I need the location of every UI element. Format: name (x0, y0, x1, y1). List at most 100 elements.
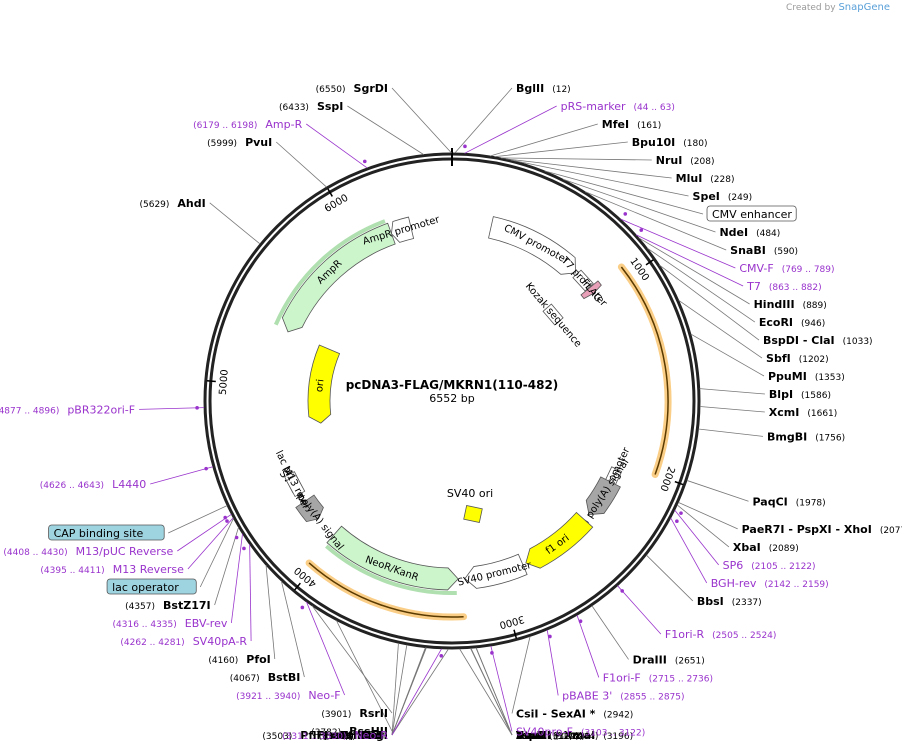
site-avrii: AvrII (3175) (516, 729, 583, 742)
tick-mark (513, 629, 518, 639)
site-paer7i-pspxi-xhoi: PaeR7I - PspXI - XhoI(2077) (742, 523, 902, 536)
leader-line (584, 191, 727, 251)
primer-mark (195, 406, 199, 410)
primer-mark (234, 535, 239, 540)
leader-line (150, 466, 213, 485)
site-blpi: BlpI(1586) (769, 388, 831, 401)
site-position: (590) (774, 247, 798, 257)
leader-line (306, 601, 345, 696)
site-name: BsaBI * (516, 729, 561, 742)
primer-range: (3921 .. 3940) (236, 692, 300, 702)
site-name: MfeI (602, 118, 629, 131)
site-bsshii: (3782)BssHII (311, 725, 388, 738)
leader-line (678, 299, 763, 359)
site-mfei: MfeI(161) (602, 118, 662, 131)
snapgene-brand: SnapGene (838, 2, 890, 13)
primer-name: Neo-F (308, 689, 340, 702)
primer-sp6: SP6(2105 .. 2122) (723, 559, 816, 572)
primer-mark (490, 651, 494, 655)
f1-ori-feature (525, 511, 594, 569)
site-csii-sexai: CsiI - SexAI *(2942) (516, 707, 633, 720)
orf-line (308, 562, 464, 618)
leader-line (281, 580, 305, 678)
cmv-promoter-feature (488, 216, 576, 275)
site-pflfi-tth111i: (3503)PflFI - Tth111I (262, 729, 388, 742)
site-nari: (3385)NarI (324, 729, 388, 742)
leader-line (511, 636, 531, 714)
site-bpu10i: Bpu10I(180) (632, 136, 708, 149)
tick-mark (206, 379, 216, 383)
site-name: XcmI (769, 406, 800, 419)
site-position: (1661) (807, 409, 837, 419)
site-name: BmgBI (767, 430, 807, 443)
leader-line (454, 87, 513, 154)
site-position: (3467) (322, 732, 352, 742)
site-ppumi: PpuMI(1353) (768, 370, 845, 383)
tick-mark (674, 480, 684, 486)
site-position: (12) (552, 85, 570, 95)
leader-line (670, 517, 708, 584)
primer-name: Amp-R (265, 118, 302, 131)
leader-line (139, 407, 205, 410)
site-ahdi: (5629)AhdI (139, 197, 205, 210)
neor-kanr-highlight (325, 544, 457, 595)
site-position: (4357) (125, 602, 155, 612)
primer-t7: T7(863 .. 882) (746, 280, 822, 293)
primer-range: (4262 .. 4281) (120, 638, 184, 648)
bgh-poly-a-signal-feature (585, 476, 621, 516)
leader-line (617, 585, 662, 635)
site-tspmi-xmai: TspMI - XmaI(3196) (516, 729, 633, 742)
site-name: NdeI (719, 226, 748, 239)
site-position: (3175) (553, 732, 583, 742)
site-nrui: NruI(208) (656, 154, 715, 167)
site-position: (5629) (139, 200, 169, 210)
leader-line (490, 123, 598, 157)
site-position: (2077) (880, 526, 902, 536)
t7-promoter-feature (572, 269, 594, 292)
leader-line (464, 105, 557, 154)
site-name: SmaI (516, 729, 547, 742)
site-name: TspMI - XmaI (516, 729, 595, 742)
site-position: (1756) (815, 433, 845, 443)
site-position: (3503) (262, 732, 292, 742)
primer-name: CMV-F (739, 262, 773, 275)
primer-range: (2142 .. 2159) (764, 580, 828, 590)
site-position: (2942) (603, 710, 633, 720)
site-position: (3384) (323, 732, 353, 742)
leader-line (391, 648, 449, 736)
primer-sv40pa-r: (4262 .. 4281) SV40pA-R (120, 635, 247, 648)
primer-range: (4408 .. 4430) (3, 548, 67, 558)
site-name: PpuMI (768, 370, 807, 383)
site-name: NarI (362, 729, 388, 742)
leader-line (505, 158, 672, 179)
site-paqci: PaqCI(1978) (753, 495, 826, 508)
site-pvui: (5999)PvuI (207, 136, 272, 149)
plasmid-name: pcDNA3-FLAG/MKRN1(110-482) (346, 378, 559, 392)
plasmid-size: 6552 bp (429, 392, 474, 405)
leader-line (199, 518, 234, 588)
leader-line (306, 123, 368, 169)
site-name: SnaBI (730, 244, 766, 257)
leader-line (311, 605, 393, 714)
site-name: MluI (676, 172, 703, 185)
tick-label: 6000 (323, 193, 351, 215)
leader-line (470, 648, 513, 736)
primer-name: T7 (746, 280, 761, 293)
primer-name: L4440 (112, 478, 146, 491)
site-kasi: (3384)KasI (323, 729, 388, 742)
leader-line (646, 554, 694, 602)
primer-pbabe-3: pBABE 3'(2855 .. 2875) (562, 689, 684, 702)
site-position: (5999) (207, 139, 237, 149)
leader-line (576, 615, 600, 678)
site-position: (484) (756, 229, 780, 239)
primer-name: SV40pA-R (193, 635, 248, 648)
site-name: BssHII (349, 725, 388, 738)
site-smai: SmaI(3198) (516, 729, 585, 742)
primer-name: pRS-marker (561, 100, 626, 113)
site-name: AvrII (516, 729, 545, 742)
leader-line (659, 264, 760, 341)
site-position: (3386) (326, 732, 356, 742)
site-bstz17i: (4357)BstZ17I (125, 599, 211, 612)
